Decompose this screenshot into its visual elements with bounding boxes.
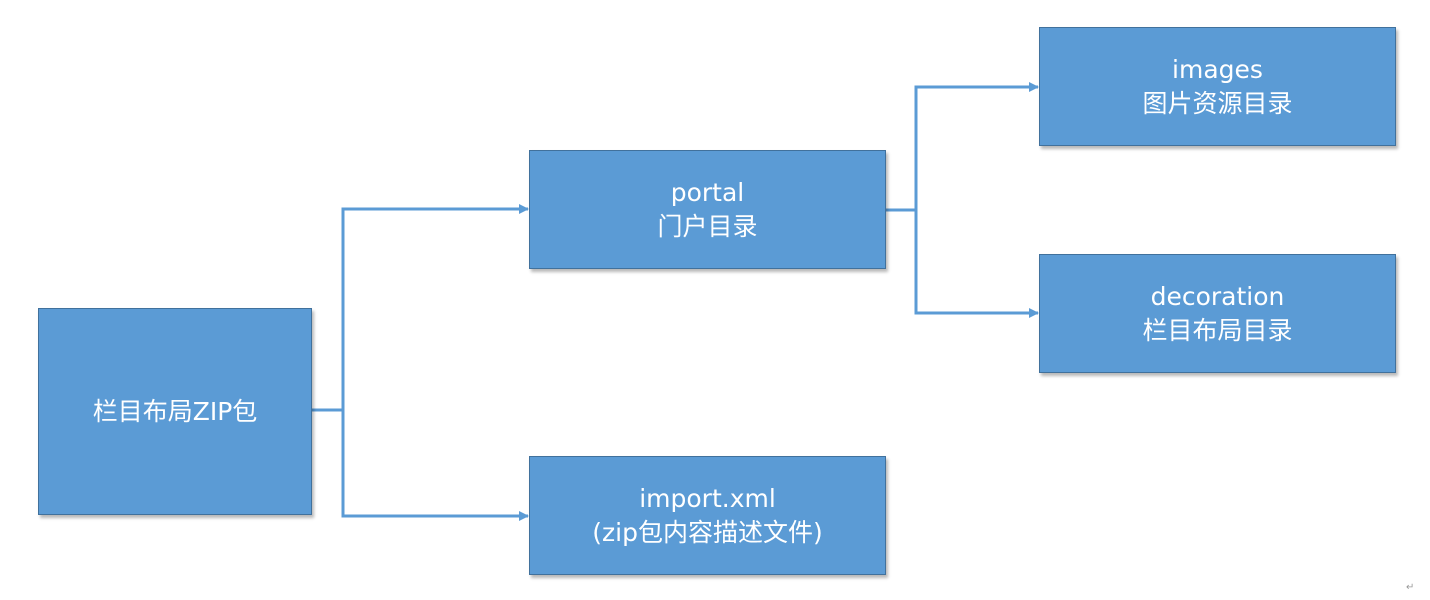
node-portal-subtitle: 门户目录 bbox=[657, 211, 758, 241]
connector-root-trunk bbox=[312, 204, 529, 412]
connector-portal-images bbox=[886, 82, 1039, 212]
node-root-label: 栏目布局ZIP包 bbox=[92, 396, 258, 426]
node-decoration-subtitle: 栏目布局目录 bbox=[1142, 315, 1293, 345]
node-import: import.xml (zip包内容描述文件) bbox=[529, 456, 886, 575]
node-decoration: decoration 栏目布局目录 bbox=[1039, 254, 1396, 373]
node-import-title: import.xml bbox=[639, 483, 776, 513]
node-decoration-title: decoration bbox=[1150, 281, 1285, 311]
node-images: images 图片资源目录 bbox=[1039, 27, 1396, 146]
node-root: 栏目布局ZIP包 bbox=[38, 308, 312, 515]
node-import-subtitle: (zip包内容描述文件) bbox=[592, 517, 823, 547]
node-portal-title: portal bbox=[670, 177, 745, 207]
paragraph-mark: ↵ bbox=[1406, 582, 1415, 593]
node-images-subtitle: 图片资源目录 bbox=[1142, 88, 1293, 118]
connector-portal-decoration bbox=[914, 210, 1039, 318]
connector-root-import bbox=[341, 410, 529, 521]
node-images-title: images bbox=[1172, 54, 1263, 84]
node-portal: portal 门户目录 bbox=[529, 150, 886, 269]
